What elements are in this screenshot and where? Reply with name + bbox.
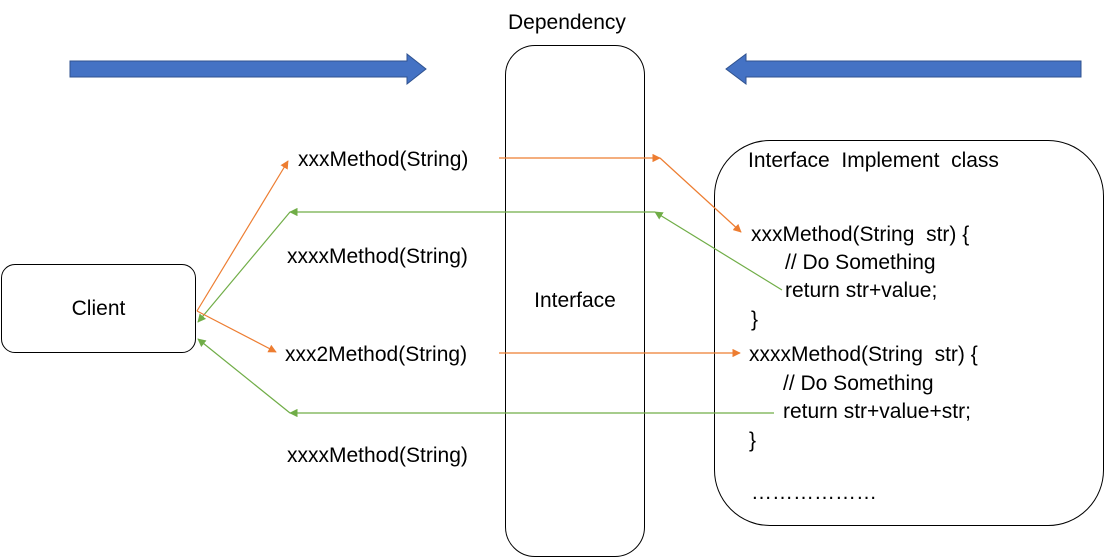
- interface-box: Interface: [505, 45, 645, 557]
- method2-return: return str+value+str;: [783, 400, 971, 423]
- method1-return: return str+value;: [785, 279, 938, 302]
- left-direction-arrow: [725, 53, 1082, 85]
- call2-label: xxx2Method(String): [285, 343, 468, 366]
- diagram-title: Dependency: [508, 11, 626, 34]
- method2-close: }: [749, 429, 757, 452]
- client-label: Client: [71, 296, 126, 320]
- call2-client-arrow: [196, 310, 277, 353]
- implementation-ellipsis: ………………: [751, 481, 877, 504]
- right-direction-arrow: [69, 52, 427, 86]
- client-box: Client: [1, 264, 196, 353]
- return1-label: xxxxMethod(String): [287, 245, 468, 268]
- call1-impl-arrow: [659, 157, 742, 233]
- method2-signature: xxxxMethod(String str) {: [749, 343, 978, 366]
- method1-signature: xxxMethod(String str) {: [751, 223, 970, 246]
- method2-comment: // Do Something: [783, 372, 934, 395]
- return2-label: xxxxMethod(String): [287, 444, 468, 467]
- return1-impl-arrow: [654, 211, 783, 291]
- interface-label: Interface: [534, 289, 616, 312]
- call1-client-arrow: [196, 160, 289, 312]
- return2-client-arrow: [197, 338, 291, 414]
- call1-label: xxxMethod(String): [298, 148, 469, 171]
- implementation-box: [714, 140, 1104, 526]
- implementation-title: Interface Implement class: [748, 149, 999, 172]
- method1-comment: // Do Something: [785, 251, 936, 274]
- return1-client-arrow: [197, 211, 291, 323]
- method1-close: }: [751, 308, 759, 331]
